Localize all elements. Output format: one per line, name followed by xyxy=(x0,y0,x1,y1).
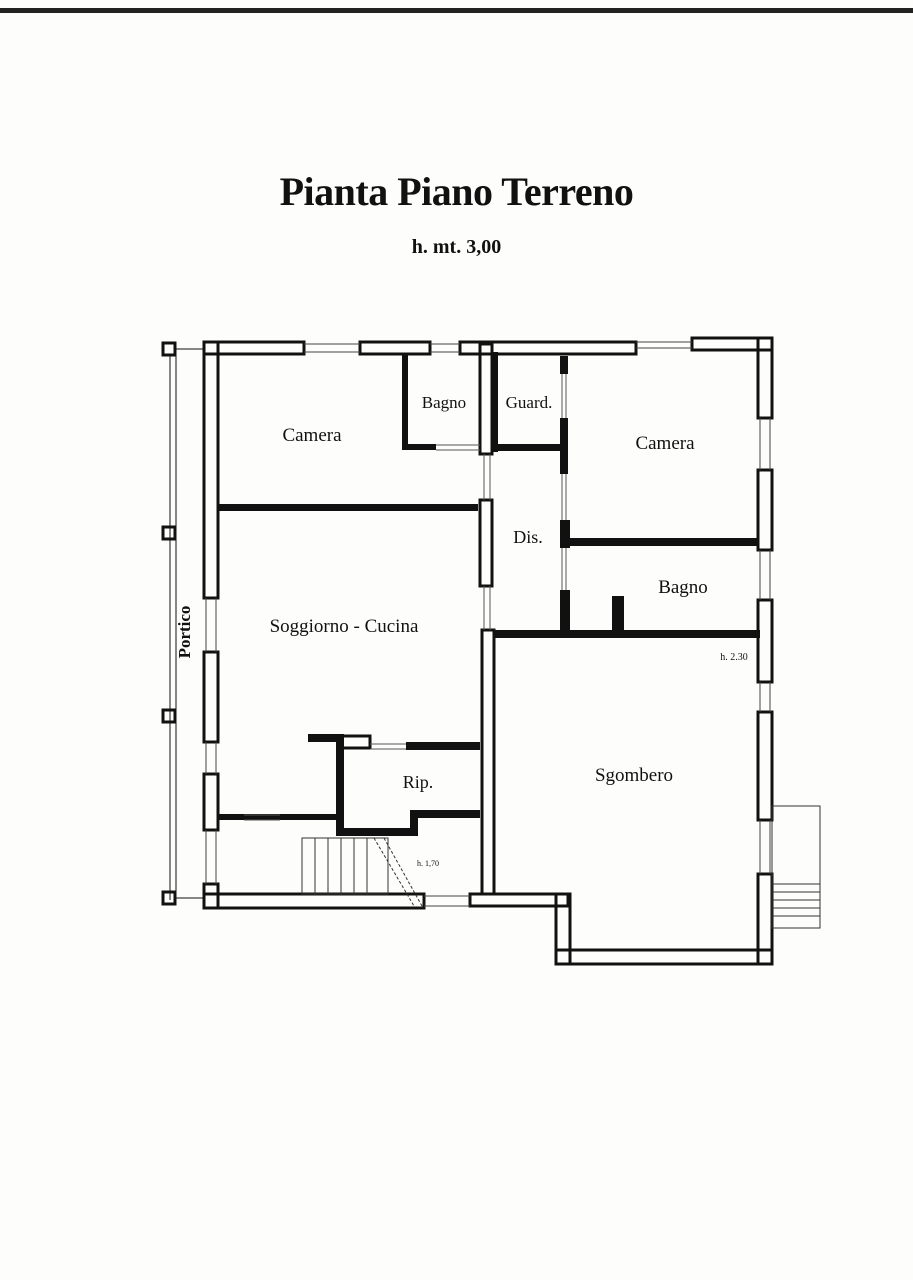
interior-walls xyxy=(218,342,760,896)
room-label-camera-left: Camera xyxy=(282,425,342,446)
room-label-soggiorno-cucina: Soggiorno - Cucina xyxy=(270,616,419,637)
room-label-bagno-right: Bagno xyxy=(658,577,708,598)
window-lines xyxy=(205,341,771,907)
height-note-stair-area: h. 1,70 xyxy=(417,859,439,868)
staircase xyxy=(301,837,423,907)
top-border-rule xyxy=(0,8,913,13)
height-note-sgombero: h. 2.30 xyxy=(720,652,748,663)
room-label-bagno-top: Bagno xyxy=(422,393,466,412)
room-label-camera-right: Camera xyxy=(635,433,695,454)
room-label-ripostiglio: Rip. xyxy=(403,772,434,792)
room-label-sgombero: Sgombero xyxy=(595,765,673,786)
external-steps xyxy=(771,805,821,929)
plan-height-subtitle: h. mt. 3,00 xyxy=(411,236,502,258)
area-label-portico: Portico xyxy=(175,606,194,659)
door-lines xyxy=(244,374,567,821)
room-label-guardaroba: Guard. xyxy=(506,393,553,412)
portico-structure xyxy=(161,341,204,906)
room-label-disimpegno: Dis. xyxy=(513,527,543,547)
plan-title: Pianta Piano Terreno xyxy=(279,169,634,214)
